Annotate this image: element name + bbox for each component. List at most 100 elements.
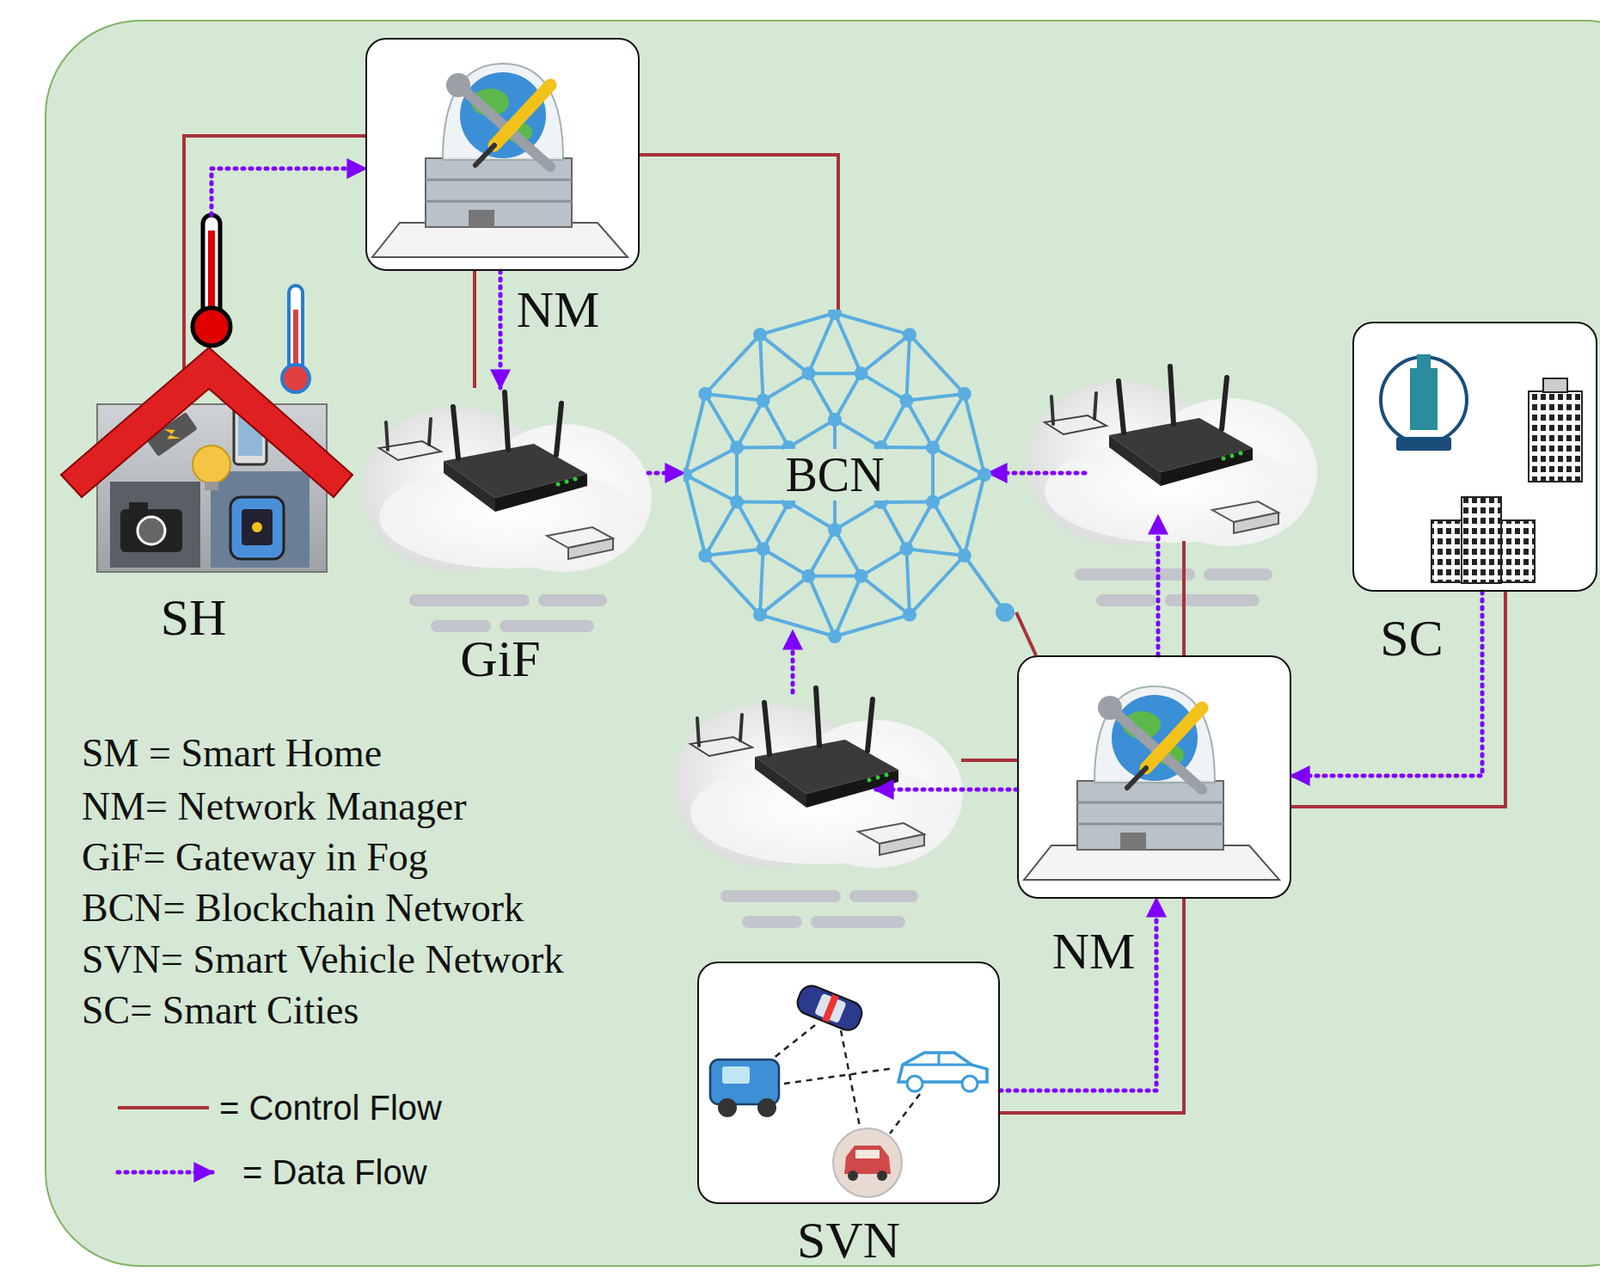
mesh-line <box>760 614 835 637</box>
mesh-vertex <box>801 366 816 381</box>
legend-text: SM = Smart Home <box>81 731 382 776</box>
mesh-line <box>685 474 737 503</box>
cloud-flows <box>1156 515 1161 656</box>
smart-home-illustration <box>230 496 284 559</box>
mesh-line <box>704 393 737 448</box>
mesh-line <box>834 529 862 577</box>
mesh-line <box>932 502 965 556</box>
mesh-line <box>906 393 964 401</box>
mesh-line <box>906 400 933 448</box>
box-fill <box>1352 321 1598 592</box>
node-label: BCN <box>779 448 889 501</box>
mesh-vertex <box>827 309 842 320</box>
smart-city-icons <box>1528 391 1582 482</box>
mesh-line <box>685 474 705 556</box>
mesh-line <box>964 474 985 556</box>
smart-home-illustration <box>204 481 219 491</box>
legend-text: NM= Network Manager <box>81 784 467 829</box>
vehicle-network-icons <box>814 993 847 1024</box>
vehicle-network-icons <box>962 1075 978 1092</box>
illustration <box>372 63 628 258</box>
vehicle-network-icons <box>847 1170 859 1181</box>
vehicle-network-box: SVN <box>697 961 1000 1204</box>
mesh-line <box>861 334 910 374</box>
vehicle-network-icons <box>793 981 865 1034</box>
mesh-line <box>704 334 761 394</box>
mesh-vertex <box>827 412 842 427</box>
gateway-cloud: GiF <box>361 387 649 572</box>
control-flow-line <box>472 270 477 388</box>
mesh-line <box>760 334 809 374</box>
data-flow-arrow <box>498 270 503 388</box>
mesh-line <box>685 393 705 475</box>
mesh-vertex <box>957 386 972 401</box>
mesh-line <box>760 548 764 615</box>
mesh-line <box>763 400 790 448</box>
smart-city-icons <box>1380 354 1582 583</box>
node-label: NM <box>1052 925 1136 977</box>
mesh-vertex <box>925 440 940 454</box>
vehicle-network-icons <box>765 1024 920 1134</box>
vehicle-network-icons <box>833 1127 902 1197</box>
vehicle-network-icons <box>821 993 839 1023</box>
mesh-line <box>906 502 933 550</box>
illustration <box>1023 686 1280 880</box>
smart-home-illustration <box>120 508 183 552</box>
legend-sample <box>117 1105 209 1110</box>
vehicle-network-icons <box>889 1093 920 1134</box>
cloud-flows <box>1182 540 1186 656</box>
mesh-line <box>931 447 935 502</box>
smart-home-illustration <box>61 214 353 572</box>
mesh-vertex <box>854 569 869 583</box>
mesh-line <box>881 502 908 549</box>
mesh-line <box>932 447 985 475</box>
mesh-vertex <box>854 366 869 381</box>
mesh-vertex <box>698 386 712 401</box>
mesh-vertex <box>977 467 992 482</box>
mesh-vertex <box>729 495 744 509</box>
mesh-vertex <box>756 393 771 408</box>
vehicle-network-icons <box>793 981 865 1034</box>
mesh-line <box>861 548 908 577</box>
background-region <box>45 20 1600 1266</box>
control-flow-line <box>639 154 839 310</box>
mesh-line <box>834 502 882 530</box>
legend-text: = Control Flow <box>219 1088 442 1127</box>
mesh-vertex <box>756 541 771 556</box>
mesh-vertex <box>902 607 917 622</box>
mesh-vertex <box>902 327 917 342</box>
mesh-line <box>736 400 764 448</box>
cloud-flows <box>961 758 1018 762</box>
mesh-line <box>932 474 985 503</box>
cloud-flows <box>875 787 1018 792</box>
mesh-line <box>808 529 835 577</box>
mesh-line <box>964 555 1006 613</box>
mesh-line <box>808 312 835 374</box>
mesh-line <box>736 500 789 504</box>
legend-text: SVN= Smart Vehicle Network <box>81 937 564 982</box>
mesh-line <box>881 500 933 504</box>
mesh-line <box>808 373 835 420</box>
mesh-line <box>735 447 739 502</box>
legend-text: GiF= Gateway in Fog <box>81 835 429 880</box>
mesh-line <box>760 312 835 335</box>
node-label: GiF <box>459 632 540 685</box>
mesh-line <box>881 400 908 448</box>
smart-home-illustration <box>192 445 231 484</box>
smart-home-illustration <box>128 502 148 511</box>
mesh-line <box>906 334 910 401</box>
mesh-vertex <box>729 440 744 454</box>
mesh-line <box>906 548 964 556</box>
mesh-line <box>685 447 737 475</box>
vehicle-network-icons <box>784 1067 895 1084</box>
cloud-flows <box>792 472 1184 790</box>
mesh-line <box>909 555 965 615</box>
mesh-line <box>704 548 763 556</box>
box-fill <box>697 961 1000 1204</box>
mesh-line <box>788 419 835 448</box>
mesh-vertex <box>698 548 712 563</box>
legend-text: SC= Smart Cities <box>81 988 359 1033</box>
mesh-line <box>763 373 810 401</box>
smart-city-icons <box>1416 354 1431 370</box>
